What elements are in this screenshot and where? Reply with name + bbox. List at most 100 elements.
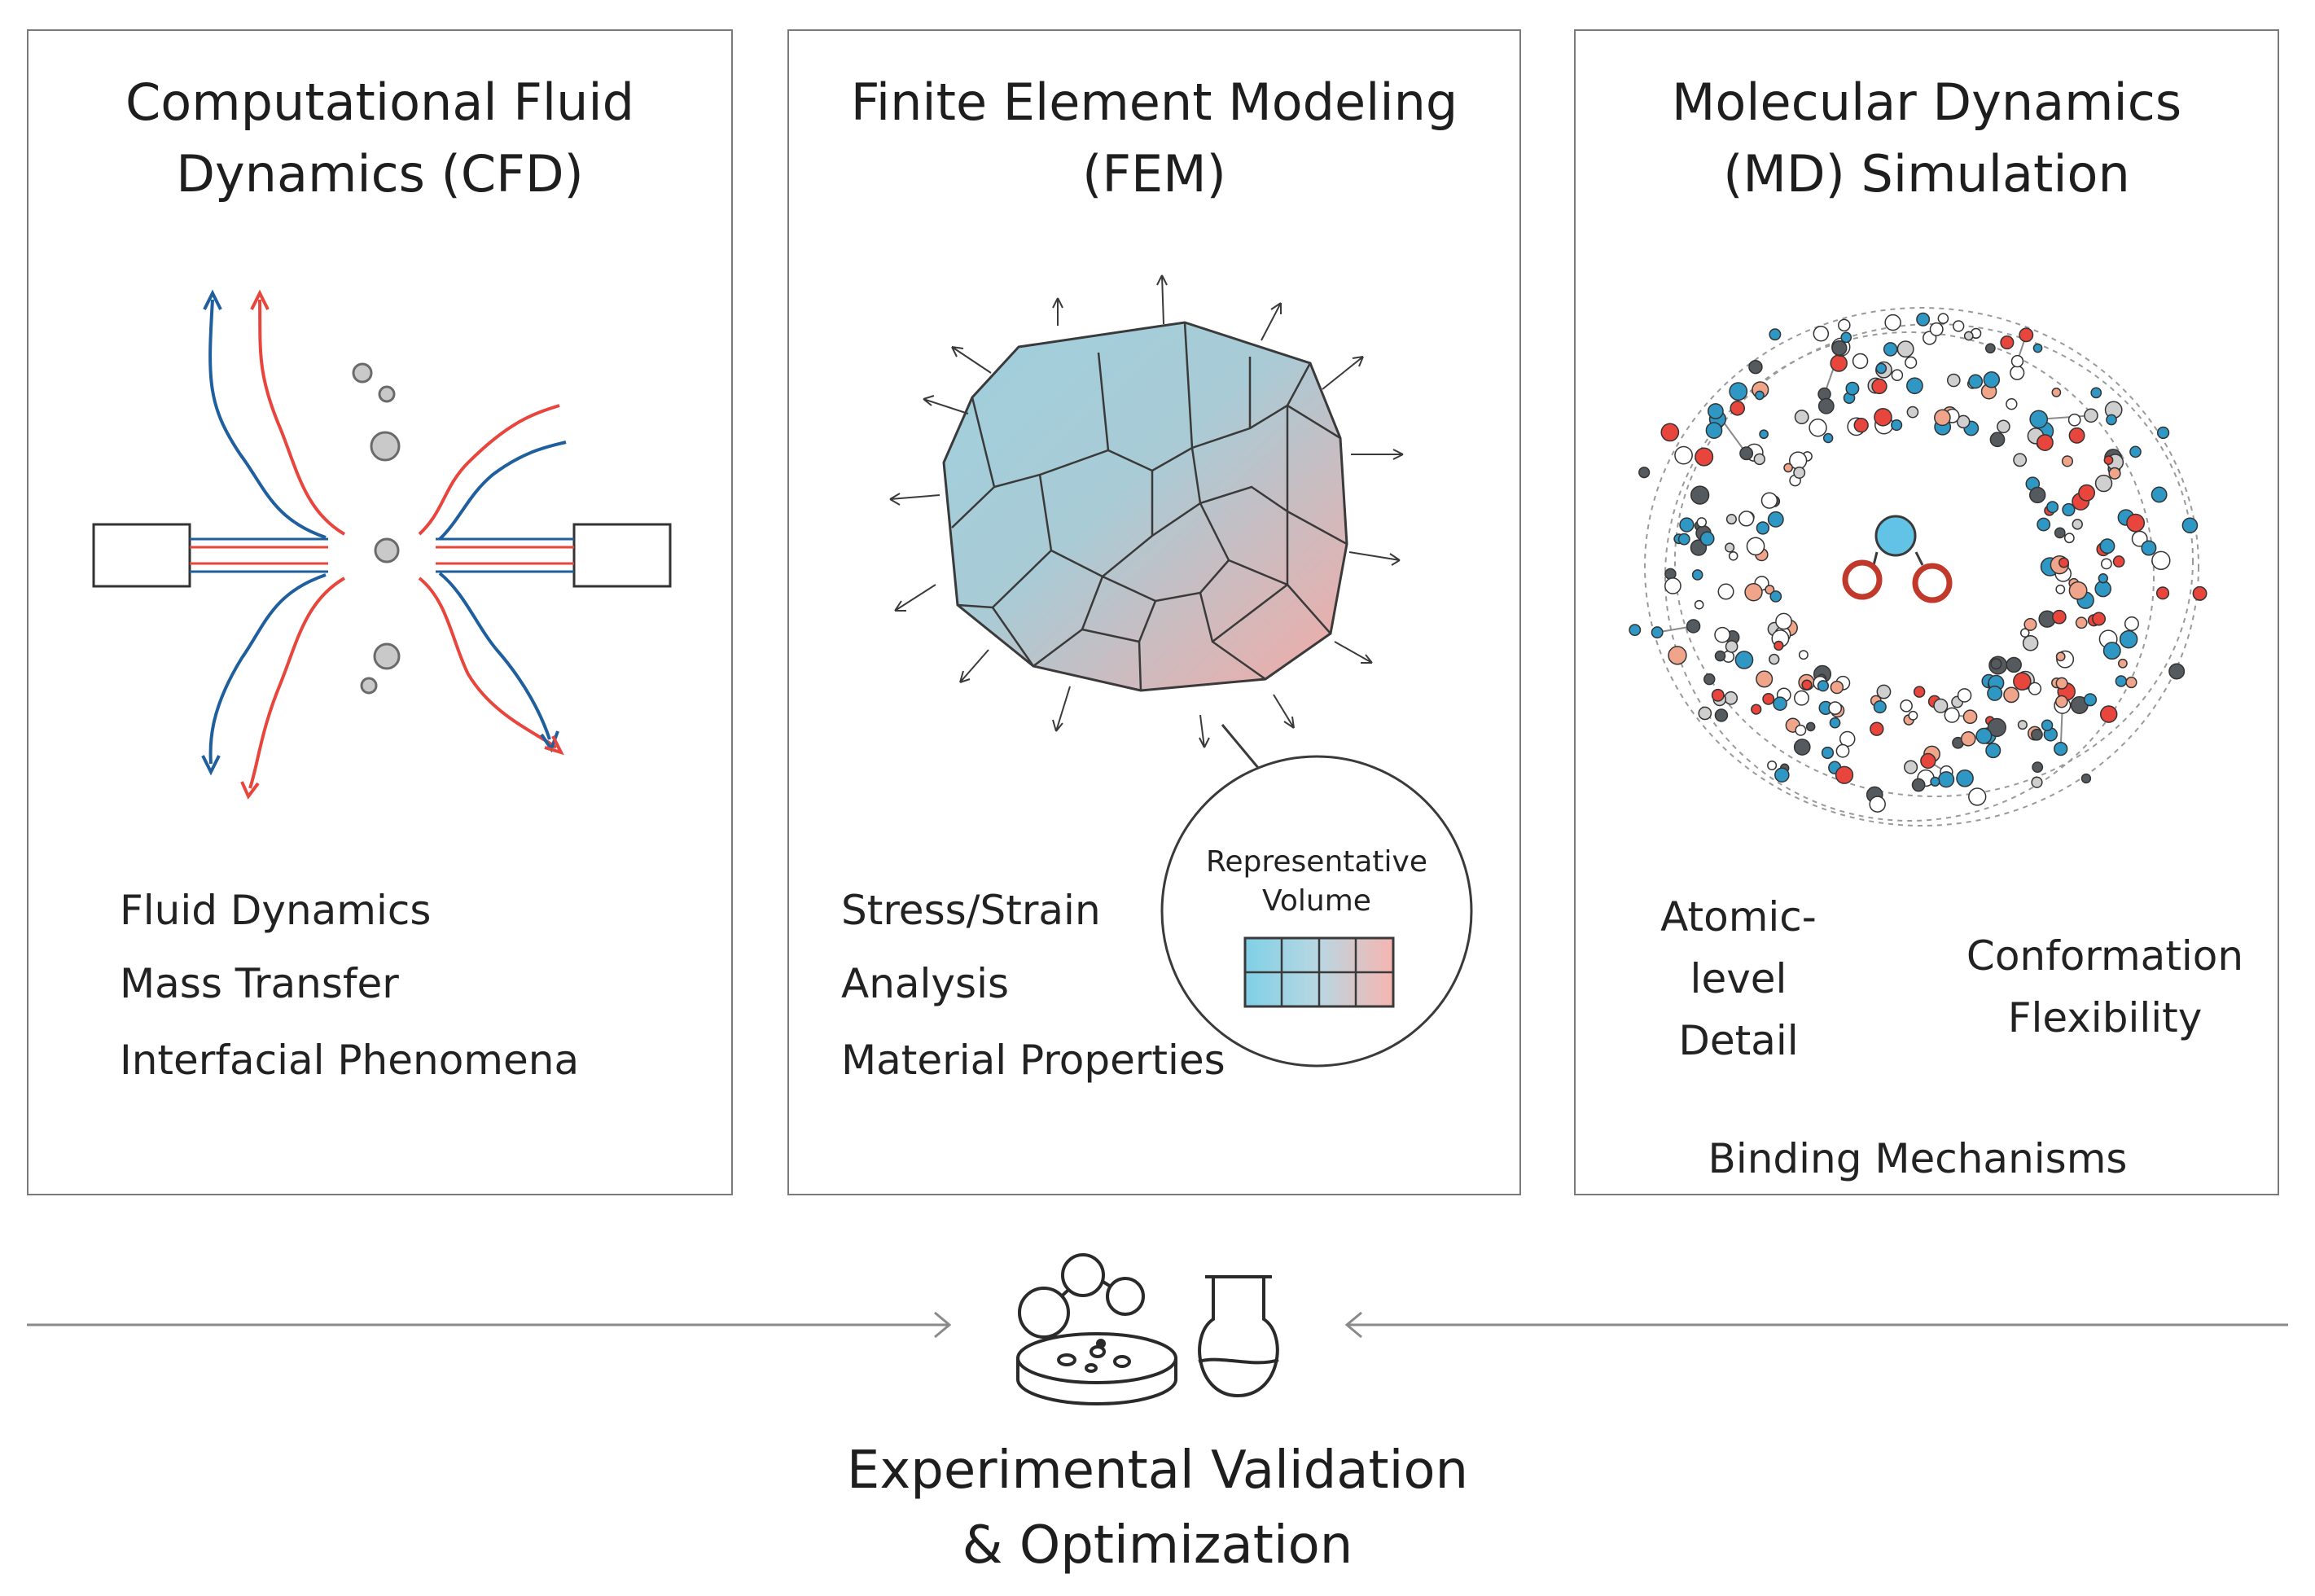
md-atom: [2013, 672, 2032, 691]
md-atom: [1755, 390, 1765, 401]
arrowhead-red-down: [240, 781, 260, 800]
md-atom: [1838, 318, 1851, 332]
md-atom: [1762, 692, 1775, 705]
md-atom: [2055, 584, 2066, 594]
md-atom: [1705, 422, 1723, 439]
particle: [352, 362, 373, 384]
md-atom: [1668, 646, 1687, 665]
md-atom: [2031, 776, 2043, 788]
md-atom: [1809, 419, 1827, 437]
mesh-edge: [1138, 641, 1142, 691]
md-atom: [1871, 378, 1888, 395]
molecule-icon: [1018, 1253, 1145, 1339]
md-atom: [1990, 658, 2002, 670]
right-inlet-block: [572, 523, 672, 588]
md-atom: [2084, 408, 2098, 423]
mesh-edge: [1081, 502, 1230, 643]
md-atom: [1690, 485, 1710, 505]
callout-line-2: Volume: [1262, 884, 1371, 918]
md-atom: [2181, 517, 2199, 534]
md-atom: [1664, 577, 1681, 594]
md-atom: [1674, 445, 1693, 465]
md-atom: [1987, 717, 2006, 738]
md-atom: [1805, 721, 1816, 732]
md-atom: [2029, 486, 2046, 504]
md-atom: [1913, 686, 1926, 698]
md-atom: [1831, 340, 1848, 357]
md-atom: [1734, 651, 1754, 669]
md-atom: [1891, 419, 1903, 432]
md-atom: [2029, 410, 2049, 429]
md-atom: [2124, 616, 2139, 632]
md-atom: [1813, 326, 1830, 342]
md-atom: [1938, 771, 1955, 788]
md-atom: [1962, 709, 1978, 725]
md-atom: [1830, 354, 1848, 372]
md-atom: [1738, 511, 1755, 527]
md-atom: [1835, 743, 1850, 758]
particle: [370, 431, 401, 462]
md-atom: [1817, 397, 1835, 414]
md-atom: [1703, 673, 1716, 686]
md-atom: [1911, 778, 1926, 792]
fem-label-stress-strain: Stress/Strain: [841, 887, 1101, 934]
md-atom: [1765, 585, 1775, 595]
md-atom: [1714, 626, 1731, 643]
md-atom: [1817, 680, 1830, 692]
md-atom: [2092, 612, 2107, 626]
md-atom: [1906, 377, 1923, 395]
md-atom: [2068, 581, 2088, 600]
md-atom: [1739, 446, 1754, 461]
md-atom: [1660, 423, 1680, 442]
md-atom: [1957, 688, 1972, 703]
md-atom: [1746, 537, 1765, 556]
md-atom: [1906, 406, 1919, 419]
md-atom: [1956, 769, 1974, 787]
md-atom: [2103, 455, 2114, 465]
particle: [378, 385, 396, 403]
experimental-validation-title: Experimental Validation & Optimization: [846, 1440, 1469, 1576]
md-atom: [1875, 362, 1888, 375]
fem-panel: Finite Element Modeling (FEM): [787, 29, 1521, 1195]
cfd-label-fluid-dynamics: Fluid Dynamics: [120, 887, 432, 934]
md-atom: [1845, 381, 1860, 396]
md-atom: [1985, 743, 2002, 759]
md-atom: [2100, 558, 2112, 570]
md-atom: [1794, 690, 1809, 706]
md-atom: [1908, 710, 1918, 721]
mesh-edge: [1151, 502, 1201, 537]
arrowhead-red-down-right: [544, 735, 564, 756]
md-atom: [1694, 599, 1704, 610]
md-atom: [2017, 720, 2028, 730]
md-atom: [2003, 686, 2019, 704]
md-atom: [2054, 527, 2066, 539]
md-atom: [1686, 619, 1701, 634]
md-atom: [1930, 776, 1940, 787]
md-atom: [1963, 331, 1974, 341]
md-atom: [1853, 418, 1869, 433]
md-atom: [2063, 533, 2075, 544]
md-atom: [1760, 492, 1778, 509]
md-atom: [2108, 467, 2121, 480]
md-atom: [2119, 629, 2138, 649]
mesh-edge: [1183, 322, 1194, 449]
md-atom: [2000, 335, 2015, 350]
streamline-red-upper-right: [418, 404, 560, 536]
md-atom: [1725, 514, 1737, 525]
streamline-blue-lower-left: [208, 573, 327, 765]
md-atom: [2156, 426, 2170, 440]
md-atom: [2010, 354, 2024, 368]
md-atom: [1730, 401, 1745, 416]
fem-mesh-diagram: Representative Volume: [889, 274, 1473, 1068]
md-atom: [1725, 542, 1735, 553]
md-atom: [2075, 616, 2088, 629]
md-atom: [2019, 628, 2030, 638]
fem-label-analysis: Analysis: [841, 960, 1010, 1007]
md-atom: [1937, 313, 1949, 324]
md-atom: [2023, 617, 2037, 631]
md-atom: [2006, 656, 2022, 673]
cfd-flow-diagram: [92, 289, 672, 800]
fem-label-material-properties: Material Properties: [841, 1037, 1225, 1084]
md-atom: [2115, 675, 2128, 687]
md-atom: [1830, 680, 1844, 695]
